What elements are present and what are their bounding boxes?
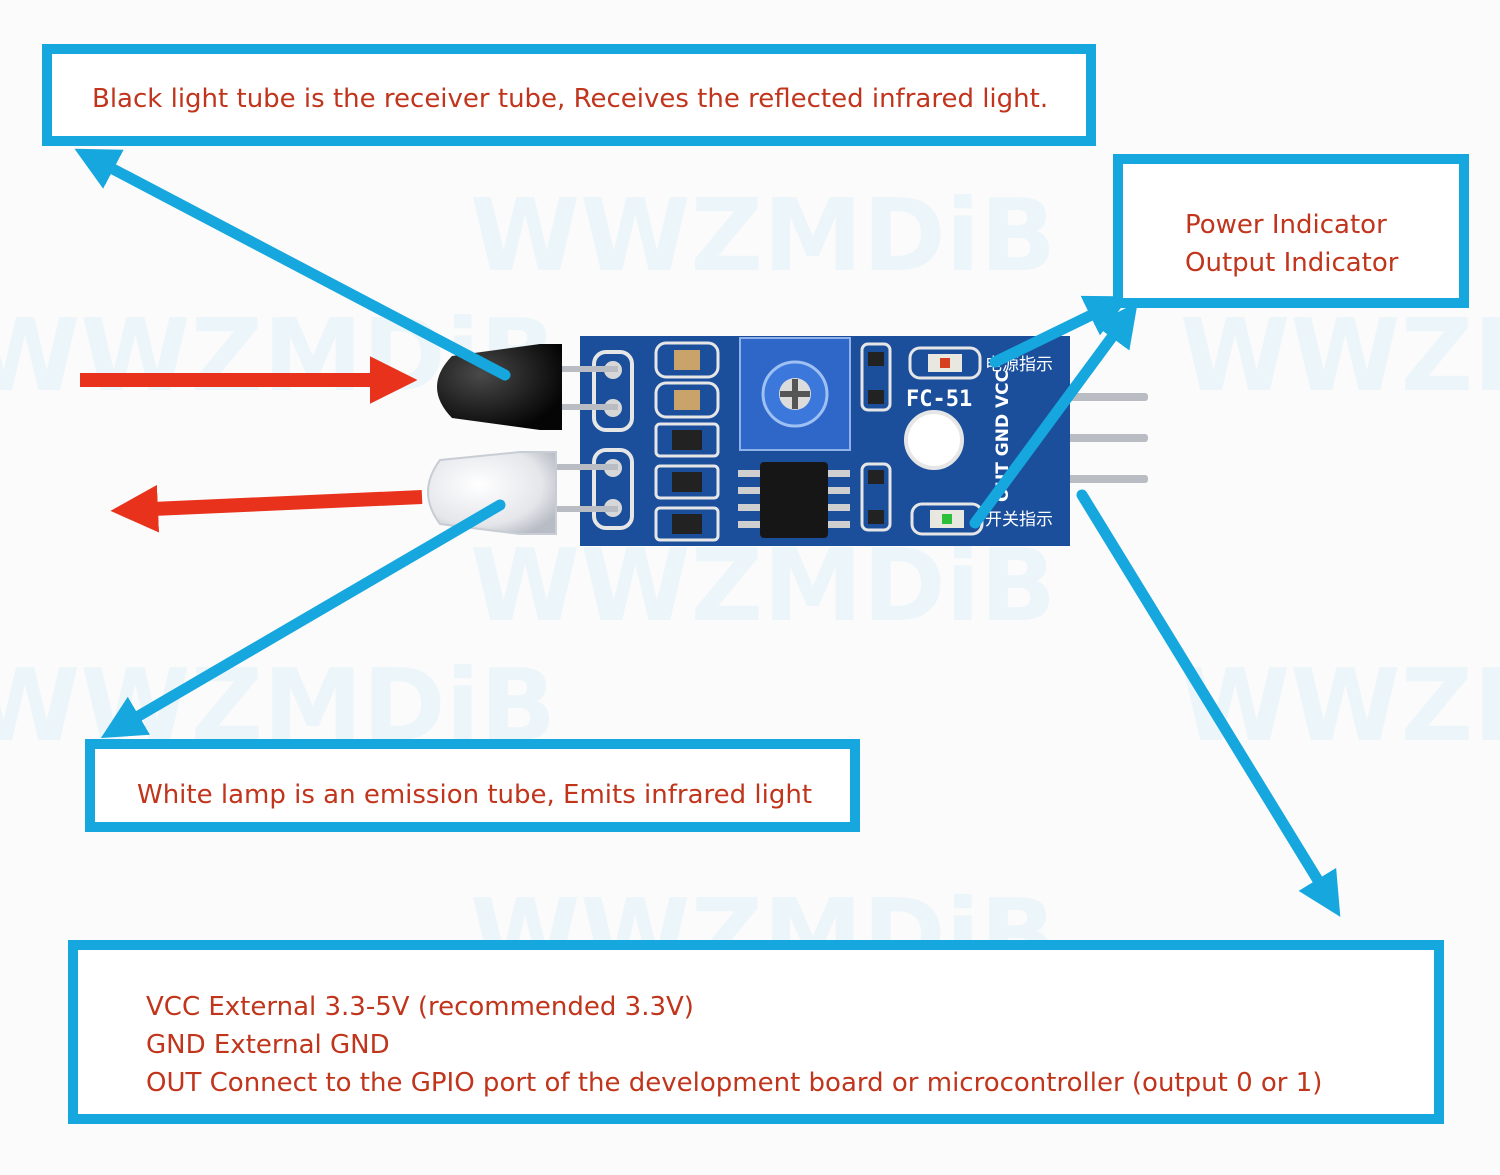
out-description: OUT Connect to the GPIO port of the deve…	[146, 1068, 1323, 1098]
pins-callout-text: VCC External 3.3-5V (recommended 3.3V) G…	[146, 988, 1322, 1102]
emitter-led	[427, 451, 618, 535]
emitted-light-arrow	[110, 484, 423, 533]
watermark-text: WWZMDiB	[1180, 297, 1500, 414]
smd-components	[654, 341, 720, 542]
potentiometer	[739, 337, 851, 451]
receiver-pointer-arrow	[74, 148, 511, 381]
pins-callout: VCC External 3.3-5V (recommended 3.3V) G…	[68, 940, 1444, 1124]
output-indicator-label: Output Indicator	[1185, 248, 1399, 278]
power-indicator-arrow	[989, 295, 1130, 368]
emitter-callout-text: White lamp is an emission tube, Emits in…	[137, 780, 813, 810]
power-indicator-label: Power Indicator	[1185, 210, 1387, 240]
pins-pointer-arrow	[1076, 489, 1341, 917]
pcb-board: FC-51 OUT GND VCC 电源指示 开关指示	[580, 336, 1070, 546]
emitter-callout: White lamp is an emission tube, Emits in…	[85, 739, 860, 832]
receiver-callout-text: Black light tube is the receiver tube, R…	[92, 84, 1049, 114]
output-indicator-arrow	[969, 302, 1138, 529]
vcc-description: VCC External 3.3-5V (recommended 3.3V)	[146, 992, 694, 1022]
watermark-text: WWZMDiB	[470, 527, 1056, 644]
pin-gnd	[1050, 434, 1148, 442]
gnd-description: GND External GND	[146, 1030, 390, 1060]
receiver-led	[437, 344, 618, 430]
watermark-text: WWZMDiB	[470, 177, 1056, 294]
mounting-hole	[904, 410, 964, 470]
switch-indicator-silkscreen: 开关指示	[985, 510, 1053, 530]
indicator-callout-text: Power Indicator Output Indicator	[1185, 206, 1398, 282]
receiver-callout: Black light tube is the receiver tube, R…	[42, 44, 1096, 146]
emitter-pointer-arrow	[100, 499, 506, 738]
watermark-text: WWZMDiB	[1180, 647, 1500, 764]
indicator-callout: Power Indicator Output Indicator	[1113, 154, 1469, 308]
ic-chip	[738, 462, 850, 538]
pin-out	[1050, 475, 1148, 483]
board-model-label: FC-51	[906, 387, 972, 412]
